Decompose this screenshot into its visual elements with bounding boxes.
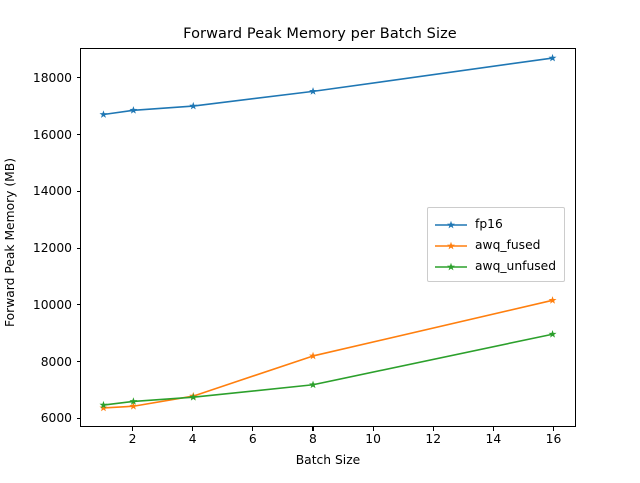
series-awq_fused xyxy=(99,296,557,412)
series-line xyxy=(102,299,554,409)
x-tick-label: 6 xyxy=(248,432,257,446)
y-tick-mark xyxy=(76,247,80,249)
data-point-marker xyxy=(548,330,557,338)
chart-title: Forward Peak Memory per Batch Size xyxy=(183,26,457,42)
data-point-marker xyxy=(129,402,138,410)
x-tick-mark xyxy=(552,427,554,431)
x-axis-label: Batch Size xyxy=(295,453,361,467)
data-point-marker xyxy=(548,53,557,62)
y-tick-mark xyxy=(76,417,80,420)
x-tick-mark xyxy=(132,427,134,431)
series-line xyxy=(102,57,554,116)
x-tick-mark xyxy=(432,427,434,431)
data-point-marker xyxy=(189,101,198,110)
x-axis-tick-labels: 2 4 6 8 10 12 14 16 xyxy=(0,432,640,452)
legend-item-awq_unfused[interactable]: awq_unfused xyxy=(434,255,556,276)
data-point-marker xyxy=(548,296,557,304)
y-tick-label: 6000 xyxy=(40,411,72,426)
legend-line-sample xyxy=(434,217,468,231)
data-point-marker xyxy=(129,397,138,405)
x-tick-label: 12 xyxy=(425,432,442,446)
data-point-marker xyxy=(99,110,108,118)
y-tick-label: 16000 xyxy=(32,127,72,142)
series-awq_unfused xyxy=(99,330,557,409)
x-tick-mark xyxy=(372,427,374,431)
x-tick-label: 2 xyxy=(128,432,137,446)
legend-label: awq_fused xyxy=(475,237,541,252)
x-tick-label: 4 xyxy=(188,432,197,446)
legend-line-sample xyxy=(434,238,468,252)
x-tick-label: 8 xyxy=(309,432,317,446)
data-point-marker xyxy=(99,403,108,412)
y-tick-mark xyxy=(76,304,80,306)
data-point-marker xyxy=(129,106,138,114)
y-tick-label: 8000 xyxy=(40,354,72,369)
x-tick-label: 10 xyxy=(365,432,381,446)
y-tick-mark xyxy=(76,190,80,192)
legend-label: awq_unfused xyxy=(475,258,557,273)
y-tick-mark xyxy=(76,77,80,79)
data-point-marker xyxy=(189,393,198,401)
y-axis-tick-labels: 6000 8000 10000 12000 14000 16000 18000 xyxy=(0,0,72,480)
series-line xyxy=(102,333,554,406)
x-tick-mark xyxy=(312,427,314,431)
y-tick-mark xyxy=(76,134,80,136)
data-point-marker xyxy=(309,351,318,360)
y-tick-label: 14000 xyxy=(32,184,72,199)
series-fp16 xyxy=(99,53,557,118)
x-tick-label: 16 xyxy=(545,432,562,446)
x-tick-mark xyxy=(252,427,254,431)
data-point-marker xyxy=(309,87,318,95)
chart-legend[interactable]: fp16 awq_fused awq_unfused xyxy=(427,207,566,282)
x-tick-mark xyxy=(192,427,194,431)
data-point-marker xyxy=(309,380,318,389)
y-tick-mark xyxy=(76,361,80,363)
legend-line-sample xyxy=(434,259,468,273)
legend-item-awq_fused[interactable]: awq_fused xyxy=(434,234,556,255)
legend-label: fp16 xyxy=(475,216,503,231)
y-tick-label: 12000 xyxy=(32,241,72,256)
x-tick-label: 14 xyxy=(485,432,502,446)
legend-item-fp16[interactable]: fp16 xyxy=(434,213,556,234)
y-tick-label: 10000 xyxy=(32,297,72,312)
x-tick-mark xyxy=(492,427,494,431)
y-tick-label: 18000 xyxy=(32,70,72,85)
plot-svg xyxy=(99,53,557,412)
data-point-marker xyxy=(99,400,108,409)
